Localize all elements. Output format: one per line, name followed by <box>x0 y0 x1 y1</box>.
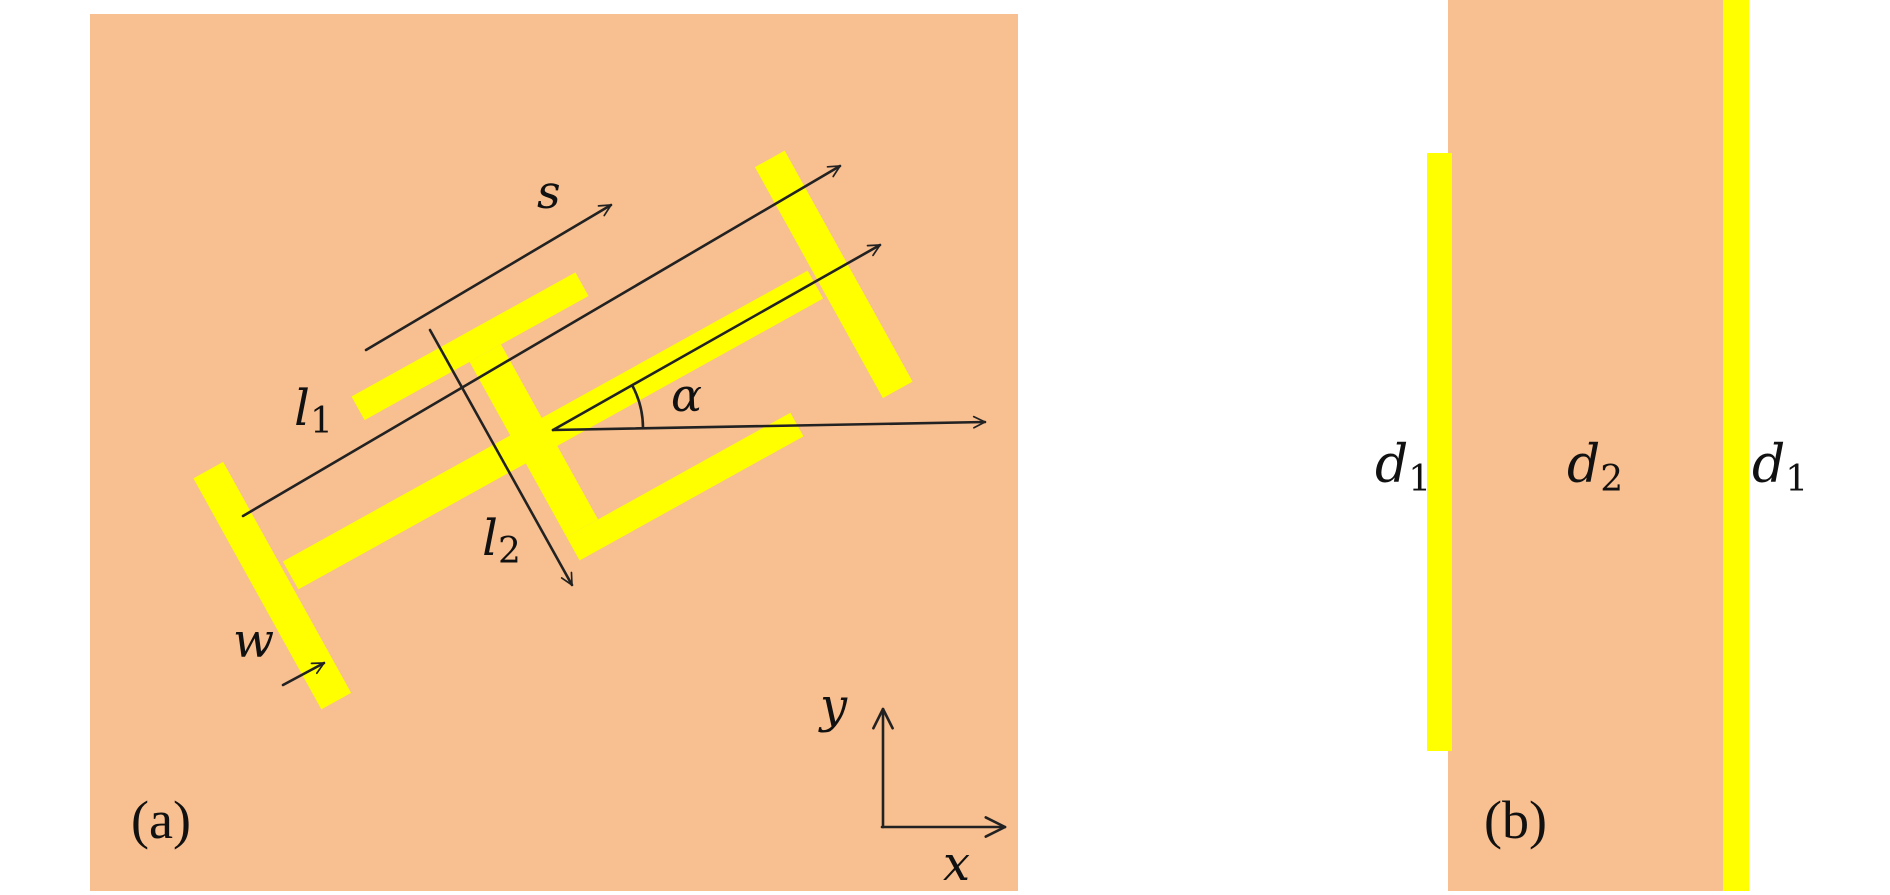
alpha-arrow <box>551 243 882 432</box>
right-end-bar <box>754 150 913 399</box>
panel-a-label: (a) <box>131 790 191 850</box>
label-l1: l1 <box>294 379 333 442</box>
label-x: x <box>943 836 970 892</box>
label-l2-main: l <box>482 509 498 567</box>
label-left-thickness: d1 <box>1375 435 1431 500</box>
x-reference-arrow <box>551 415 987 432</box>
label-middle-thickness-main: d <box>1567 435 1600 495</box>
cross-bar <box>469 344 598 537</box>
right-metal-layer <box>1723 0 1749 891</box>
w-arrow <box>281 661 326 687</box>
label-left-thickness-main: d <box>1375 435 1408 495</box>
label-l1-main: l <box>294 379 310 437</box>
label-middle-thickness-sub: 2 <box>1600 459 1623 500</box>
l2-arrow <box>428 328 574 587</box>
left-metal-layer <box>1427 153 1452 751</box>
label-l2-sub: 2 <box>498 531 521 572</box>
label-right-thickness: d1 <box>1752 435 1808 500</box>
label-right-thickness-sub: 1 <box>1785 459 1808 500</box>
panel-b-label: (b) <box>1484 790 1547 850</box>
alpha-angle-arc <box>630 384 645 429</box>
panel-b-substrate <box>1448 0 1730 891</box>
upper-short-bar <box>351 272 589 421</box>
label-middle-thickness: d2 <box>1567 435 1623 500</box>
label-l1-sub: 1 <box>310 401 333 442</box>
label-left-thickness-sub: 1 <box>1408 459 1431 500</box>
label-l2: l2 <box>482 509 521 572</box>
label-w: w <box>233 613 274 669</box>
label-y: y <box>818 678 848 734</box>
s-arrow <box>364 203 613 352</box>
label-right-thickness-main: d <box>1752 435 1785 495</box>
left-end-bar <box>193 461 352 710</box>
label-s: s <box>537 165 561 219</box>
lower-short-bar <box>566 412 804 561</box>
panel-a: s l1 α l2 w y x (a) <box>90 14 1018 892</box>
l1-arrow <box>241 164 842 518</box>
panel-b: d1 d2 d1 (b) <box>1375 0 1808 891</box>
label-alpha: α <box>671 368 702 422</box>
